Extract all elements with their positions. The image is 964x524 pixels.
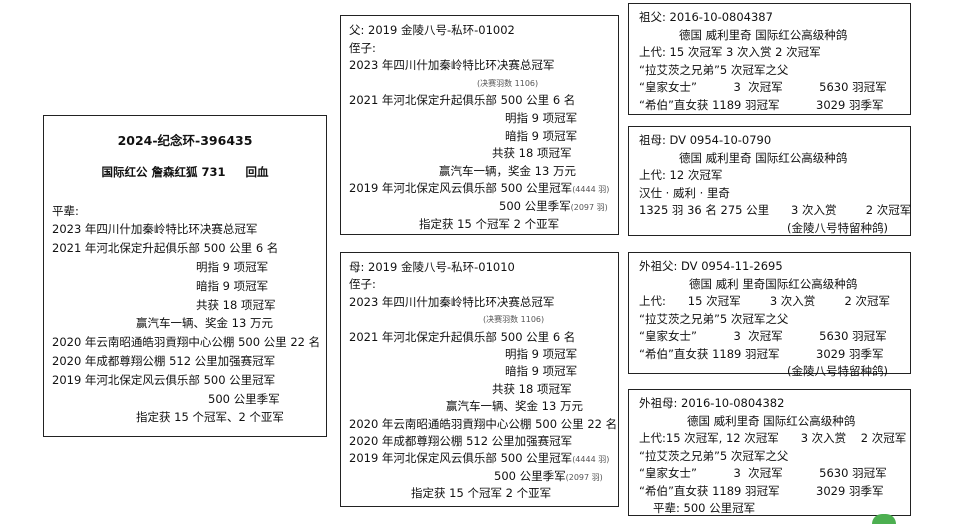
mother-ring: 母: 2019 金陵八号-私环-01010 bbox=[349, 260, 515, 274]
maternal-grandfather-ring: 外祖父: DV 0954-11-2695 bbox=[639, 259, 783, 273]
record-line: 明指 9 项冠军 bbox=[196, 259, 269, 274]
record-line: 500 公里季军(2097 羽) bbox=[349, 198, 610, 216]
record-line: “希伯”直女获 1189 羽冠军 3029 羽季军 bbox=[639, 483, 884, 498]
maternal-grandmother-ring: 外祖母: 2016-10-0804382 bbox=[639, 396, 785, 410]
record-line: 2021 年河北保定升起俱乐部 500 公里 6 名 bbox=[349, 329, 576, 344]
record-line: 2020 年成都尊翔公棚 512 公里加强赛冠军 bbox=[349, 433, 573, 448]
pigeon-name: 国际红公 詹森红狐 731 回血 bbox=[52, 163, 318, 182]
breed-name: 国际红公 詹森红狐 731 bbox=[101, 164, 226, 179]
record-text: 2019 年河北保定风云俱乐部 500 公里冠军 bbox=[349, 181, 573, 196]
record-line: 暗指 9 项冠军 bbox=[196, 278, 269, 293]
record-line: 指定获 15 个冠军 2 个亚军 bbox=[419, 216, 560, 231]
record-line: 赢汽车一辆、奖金 13 万元 bbox=[136, 316, 273, 331]
record-line: “拉艾茨之兄弟”5 次冠军之父 bbox=[639, 311, 789, 326]
record-line: (金陵八号特留种鸽) bbox=[787, 364, 888, 378]
record-line: 平辈: 500 公里冠军 bbox=[653, 501, 756, 515]
record-line: (金陵八号特留种鸽) bbox=[787, 220, 888, 235]
record-note: (4444 羽) bbox=[572, 455, 610, 465]
grandfather-card: 祖父: 2016-10-0804387 德国 威利里奇 国际红公高级种鸽 上代:… bbox=[628, 3, 911, 115]
record-line: 共获 18 项冠军 bbox=[492, 146, 572, 161]
record-note: (决赛羽数 1106) bbox=[483, 315, 545, 325]
record-line: 德国 威利 里奇国际红公高级种鸽 bbox=[689, 276, 858, 291]
record-line: 德国 威利里奇 国际红公高级种鸽 bbox=[679, 150, 848, 165]
record-line: 侄子: bbox=[349, 277, 376, 292]
record-line: 2023 年四川什加秦岭特比环决赛总冠军 bbox=[349, 58, 555, 73]
record-note: (2097 羽) bbox=[570, 202, 608, 212]
record-line: 2019 年河北保定风云俱乐部 500 公里冠军 bbox=[52, 372, 276, 387]
grandmother-ring: 祖母: DV 0954-10-0790 bbox=[639, 133, 772, 147]
record-line: 明指 9 项冠军 bbox=[505, 110, 578, 125]
record-line: 上代: 12 次冠军 bbox=[639, 168, 723, 182]
record-line: “拉艾茨之兄弟”5 次冠军之父 bbox=[639, 448, 789, 463]
record-line: “拉艾茨之兄弟”5 次冠军之父 bbox=[639, 62, 789, 77]
record-line: 指定获 15 个冠军、2 个亚军 bbox=[136, 410, 284, 425]
record-line: 暗指 9 项冠军 bbox=[505, 128, 578, 143]
record-line: 2020 年成都尊翔公棚 512 公里加强赛冠军 bbox=[52, 353, 276, 368]
record-line: 2021 年河北保定升起俱乐部 500 公里 6 名 bbox=[349, 93, 576, 108]
record-line: 500 公里季军 bbox=[208, 391, 280, 406]
record-line: 2023 年四川什加秦岭特比环决赛总冠军 bbox=[349, 294, 555, 309]
record-line: 2020 年云南昭通皓羽貢翔中心公棚 500 公里 22 名 bbox=[349, 416, 618, 431]
record-line: 上代: 15 次冠军 3 次入赏 2 次冠军 bbox=[639, 45, 821, 59]
record-line: 2020 年云南昭通皓羽貢翔中心公棚 500 公里 22 名 bbox=[52, 335, 321, 350]
record-line: 上代: 15 次冠军 3 次入赏 2 次冠军 bbox=[639, 294, 891, 308]
pigeon-main-card: 2024-纪念环-396435 国际红公 詹森红狐 731 回血 平辈: 202… bbox=[43, 115, 327, 437]
record-line: 500 公里季军(2097 羽) bbox=[349, 468, 610, 485]
sibling-header: 平辈: bbox=[52, 203, 79, 218]
ring-number: 2024-纪念环-396435 bbox=[117, 133, 253, 148]
leaf-decoration-icon bbox=[872, 514, 896, 524]
record-line: 汉仕 · 威利 · 里奇 bbox=[639, 185, 730, 200]
record-line: 赢汽车一辆，奖金 13 万元 bbox=[439, 163, 576, 178]
maternal-grandfather-card: 外祖父: DV 0954-11-2695 德国 威利 里奇国际红公高级种鸽 上代… bbox=[628, 252, 911, 378]
mother-card: 母: 2019 金陵八号-私环-01010 侄子: 2023 年四川什加秦岭特比… bbox=[340, 252, 619, 507]
record-text: 500 公里季军 bbox=[499, 198, 571, 213]
record-line: 2023 年四川什加秦岭特比环决赛总冠军 bbox=[52, 222, 258, 237]
grandfather-ring: 祖父: 2016-10-0804387 bbox=[639, 10, 773, 24]
record-note: (决赛羽数 1106) bbox=[477, 78, 539, 88]
record-note: (2097 羽) bbox=[565, 472, 603, 482]
record-line: “希伯”直女获 1189 羽冠军 3029 羽季军 bbox=[639, 97, 884, 112]
father-card: 父: 2019 金陵八号-私环-01002 侄子: 2023 年四川什加秦岭特比… bbox=[340, 15, 619, 235]
record-line: 明指 9 项冠军 bbox=[505, 346, 578, 361]
record-line: 指定获 15 个冠军 2 个亚军 bbox=[411, 486, 552, 501]
record-note: (4444 羽) bbox=[572, 185, 610, 195]
record-line: 侄子: bbox=[349, 40, 376, 55]
blood-label: 回血 bbox=[245, 164, 269, 179]
grandmother-card: 祖母: DV 0954-10-0790 德国 威利里奇 国际红公高级种鸽 上代:… bbox=[628, 126, 911, 236]
record-line: 共获 18 项冠军 bbox=[196, 297, 276, 312]
record-line: 共获 18 项冠军 bbox=[492, 381, 572, 396]
record-line: 2021 年河北保定升起俱乐部 500 公里 6 名 bbox=[52, 241, 279, 256]
father-ring: 父: 2019 金陵八号-私环-01002 bbox=[349, 23, 515, 37]
record-line: “皇家女士” 3 次冠军 5630 羽冠军 bbox=[639, 80, 887, 94]
record-line: 暗指 9 项冠军 bbox=[505, 364, 578, 379]
record-line: 1325 羽 36 名 275 公里 3 次入赏 2 次冠军 bbox=[639, 203, 912, 217]
record-line: 德国 威利里奇 国际红公高级种鸽 bbox=[679, 27, 848, 42]
record-line: “希伯”直女获 1189 羽冠军 3029 羽季军 bbox=[639, 346, 884, 361]
record-line: “皇家女士” 3 次冠军 5630 羽冠军 bbox=[639, 329, 887, 343]
maternal-grandmother-card: 外祖母: 2016-10-0804382 德国 威利里奇 国际红公高级种鸽 上代… bbox=[628, 389, 911, 516]
record-line: 德国 威利里奇 国际红公高级种鸽 bbox=[687, 413, 856, 428]
record-line: 2019 年河北保定风云俱乐部 500 公里冠军(4444 羽) bbox=[349, 180, 610, 198]
record-line: 2019 年河北保定风云俱乐部 500 公里冠军(4444 羽) bbox=[349, 450, 610, 467]
record-line: 上代:15 次冠军, 12 次冠军 3 次入赏 2 次冠军 bbox=[639, 431, 907, 445]
record-text: 500 公里季军 bbox=[494, 468, 566, 483]
record-line: “皇家女士” 3 次冠军 5630 羽冠军 bbox=[639, 466, 887, 480]
record-line: 赢汽车一辆、奖金 13 万元 bbox=[446, 399, 583, 414]
record-text: 2019 年河北保定风云俱乐部 500 公里冠军 bbox=[349, 451, 573, 466]
